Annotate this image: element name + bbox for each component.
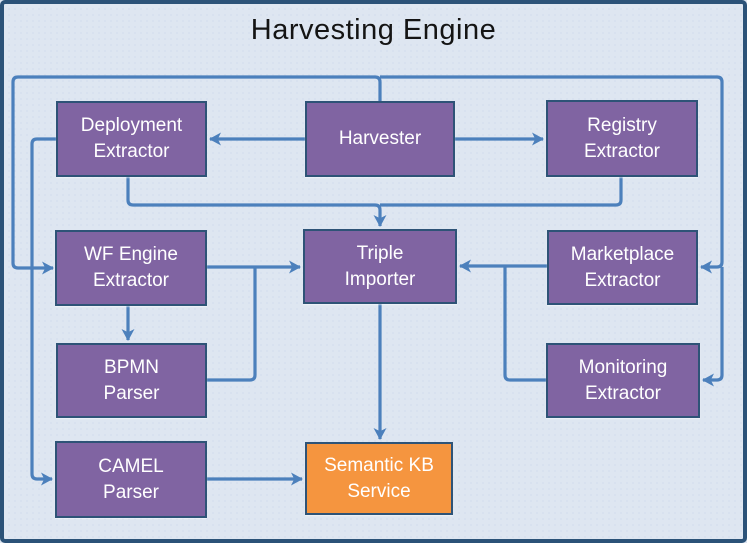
edge-harvester-to-wf-engine [11, 75, 382, 275]
node-label-line: Importer [344, 268, 416, 290]
edge-bpmn-to-merge [207, 267, 257, 382]
node-label-line: BPMN [104, 356, 159, 378]
diagram-title: Harvesting Engine [250, 14, 497, 46]
node-label-line: Extractor [584, 269, 661, 291]
node-label-line: WF Engine [84, 244, 178, 265]
node-label-line: Extractor [92, 270, 170, 291]
node-label-line: Extractor [584, 382, 662, 404]
edge-harvester-to-marketplace [380, 75, 724, 274]
node-semantic-kb-service: Semantic KB Service [305, 442, 453, 515]
edge-deployment-to-triple [126, 177, 387, 227]
node-bpmn-parser: BPMN Parser [56, 343, 207, 418]
node-label-line: Marketplace [570, 243, 675, 265]
node-label-line: Parser [103, 481, 159, 503]
edge-deployment-to-camel [30, 137, 56, 486]
node-label-line: Semantic KB [324, 454, 434, 476]
edge-monitoring-to-merge [503, 266, 546, 382]
node-harvester: Harvester [305, 101, 455, 177]
node-label-line: Parser [103, 382, 160, 404]
node-label-line: Extractor [93, 141, 170, 162]
node-label-line: Harvester [338, 128, 422, 149]
node-label-line: Monitoring [578, 356, 668, 378]
edge-registry-to-merge [380, 177, 623, 207]
node-camel-parser: CAMEL Parser [55, 441, 207, 518]
node-label-line: CAMEL [98, 455, 164, 477]
node-label-line: Triple [356, 242, 404, 264]
node-label-line: Registry [587, 114, 657, 136]
node-label-line: Deployment [80, 115, 183, 136]
edge-loop-to-monitoring [702, 267, 724, 387]
node-label-line: Service [347, 480, 411, 502]
node-label-line: Extractor [583, 140, 661, 162]
